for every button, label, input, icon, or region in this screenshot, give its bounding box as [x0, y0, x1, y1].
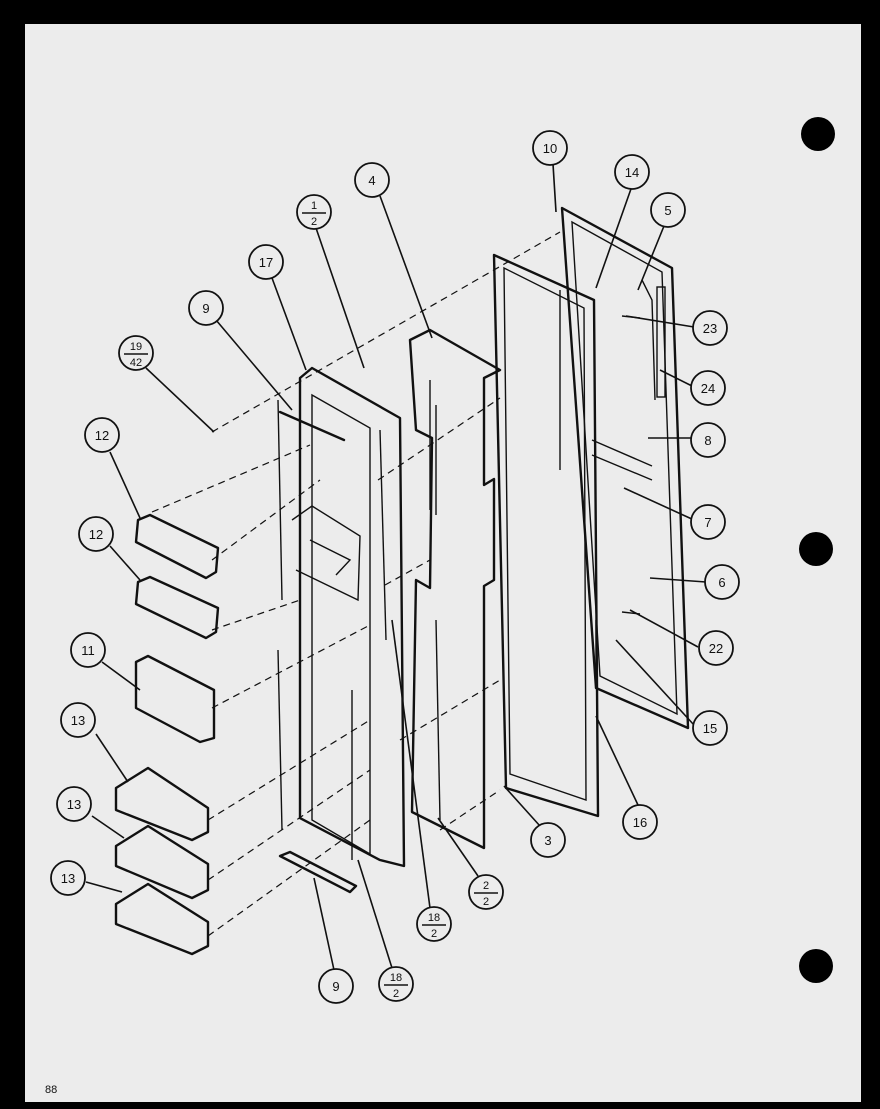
callout-7-label: 7 — [704, 515, 711, 530]
fraction-callout-1-2: 1 2 — [296, 194, 332, 230]
callout-9-bottom-label: 9 — [332, 979, 339, 994]
callout-22: 22 — [698, 630, 734, 666]
callout-13-b: 13 — [56, 786, 92, 822]
callout-10-label: 10 — [543, 141, 557, 156]
page-number: 88 — [45, 1084, 58, 1096]
callout-17: 17 — [248, 244, 284, 280]
callout-24-label: 24 — [701, 381, 715, 396]
callout-10: 10 — [532, 130, 568, 166]
door-liner-body — [277, 366, 406, 868]
fraction-19-42-bottom: 42 — [130, 357, 142, 369]
callout-13-c-label: 13 — [61, 871, 75, 886]
callout-9-top: 9 — [188, 290, 224, 326]
binder-hole-top — [801, 117, 835, 151]
callout-7: 7 — [690, 504, 726, 540]
callout-23: 23 — [692, 310, 728, 346]
callout-5: 5 — [650, 192, 686, 228]
callout-17-label: 17 — [259, 255, 273, 270]
callout-13-a-label: 13 — [71, 713, 85, 728]
callout-4: 4 — [354, 162, 390, 198]
callout-8-label: 8 — [704, 433, 711, 448]
callout-4-label: 4 — [368, 173, 375, 188]
callout-16: 16 — [622, 804, 658, 840]
inner-breaker-frame — [408, 328, 502, 850]
fraction-callout-19-42: 19 42 — [118, 335, 154, 371]
fraction-18-2-upper-bottom: 2 — [431, 928, 437, 940]
fraction-callout-18-2-upper: 18 2 — [416, 906, 452, 942]
door-shelf-12-lower — [134, 575, 220, 640]
door-bin-13-a — [114, 766, 210, 842]
callout-11: 11 — [70, 632, 106, 668]
callout-13-c: 13 — [50, 860, 86, 896]
callout-14-label: 14 — [625, 165, 639, 180]
callout-12-lower: 12 — [78, 516, 114, 552]
callout-12-upper: 12 — [84, 417, 120, 453]
binder-hole-middle — [799, 532, 833, 566]
callout-14: 14 — [614, 154, 650, 190]
fraction-19-42-top: 19 — [130, 341, 142, 353]
callout-24: 24 — [690, 370, 726, 406]
callout-15-label: 15 — [703, 721, 717, 736]
callout-6-label: 6 — [718, 575, 725, 590]
callout-9-top-label: 9 — [202, 301, 209, 316]
door-bin-13-c — [114, 882, 210, 956]
callout-3: 3 — [530, 822, 566, 858]
callout-15: 15 — [692, 710, 728, 746]
assembly-lines — [151, 231, 561, 937]
callout-8: 8 — [690, 422, 726, 458]
callout-11-label: 11 — [81, 643, 95, 658]
fraction-18-2-lower-bottom: 2 — [393, 988, 399, 1000]
retainer-bar-9-top — [278, 410, 346, 442]
callout-13-a: 13 — [60, 702, 96, 738]
fraction-2-2-top: 2 — [483, 880, 489, 892]
door-shelf-12-upper — [134, 513, 220, 580]
fraction-2-2-bottom: 2 — [483, 896, 489, 908]
callout-16-label: 16 — [633, 815, 647, 830]
callout-6: 6 — [704, 564, 740, 600]
callout-9-bottom: 9 — [318, 968, 354, 1004]
fraction-1-2-top: 1 — [311, 200, 317, 212]
fraction-18-2-lower-top: 18 — [390, 972, 402, 984]
callout-12-upper-label: 12 — [95, 428, 109, 443]
door-bin-13-b — [114, 824, 210, 900]
fraction-1-2-bottom: 2 — [311, 216, 317, 228]
retainer-bar-9-bottom — [278, 850, 358, 894]
callout-5-label: 5 — [664, 203, 671, 218]
fraction-callout-2-2: 2 2 — [468, 874, 504, 910]
callout-23-label: 23 — [703, 321, 717, 336]
fraction-callout-18-2-lower: 18 2 — [378, 966, 414, 1002]
door-shelf-11 — [134, 654, 216, 744]
binder-hole-bottom — [799, 949, 833, 983]
callout-3-label: 3 — [544, 833, 551, 848]
door-liner-frame — [492, 253, 600, 818]
leader-lines — [85, 163, 707, 971]
callout-13-b-label: 13 — [67, 797, 81, 812]
fraction-18-2-upper-top: 18 — [428, 912, 440, 924]
callout-22-label: 22 — [709, 641, 723, 656]
callout-12-lower-label: 12 — [89, 527, 103, 542]
